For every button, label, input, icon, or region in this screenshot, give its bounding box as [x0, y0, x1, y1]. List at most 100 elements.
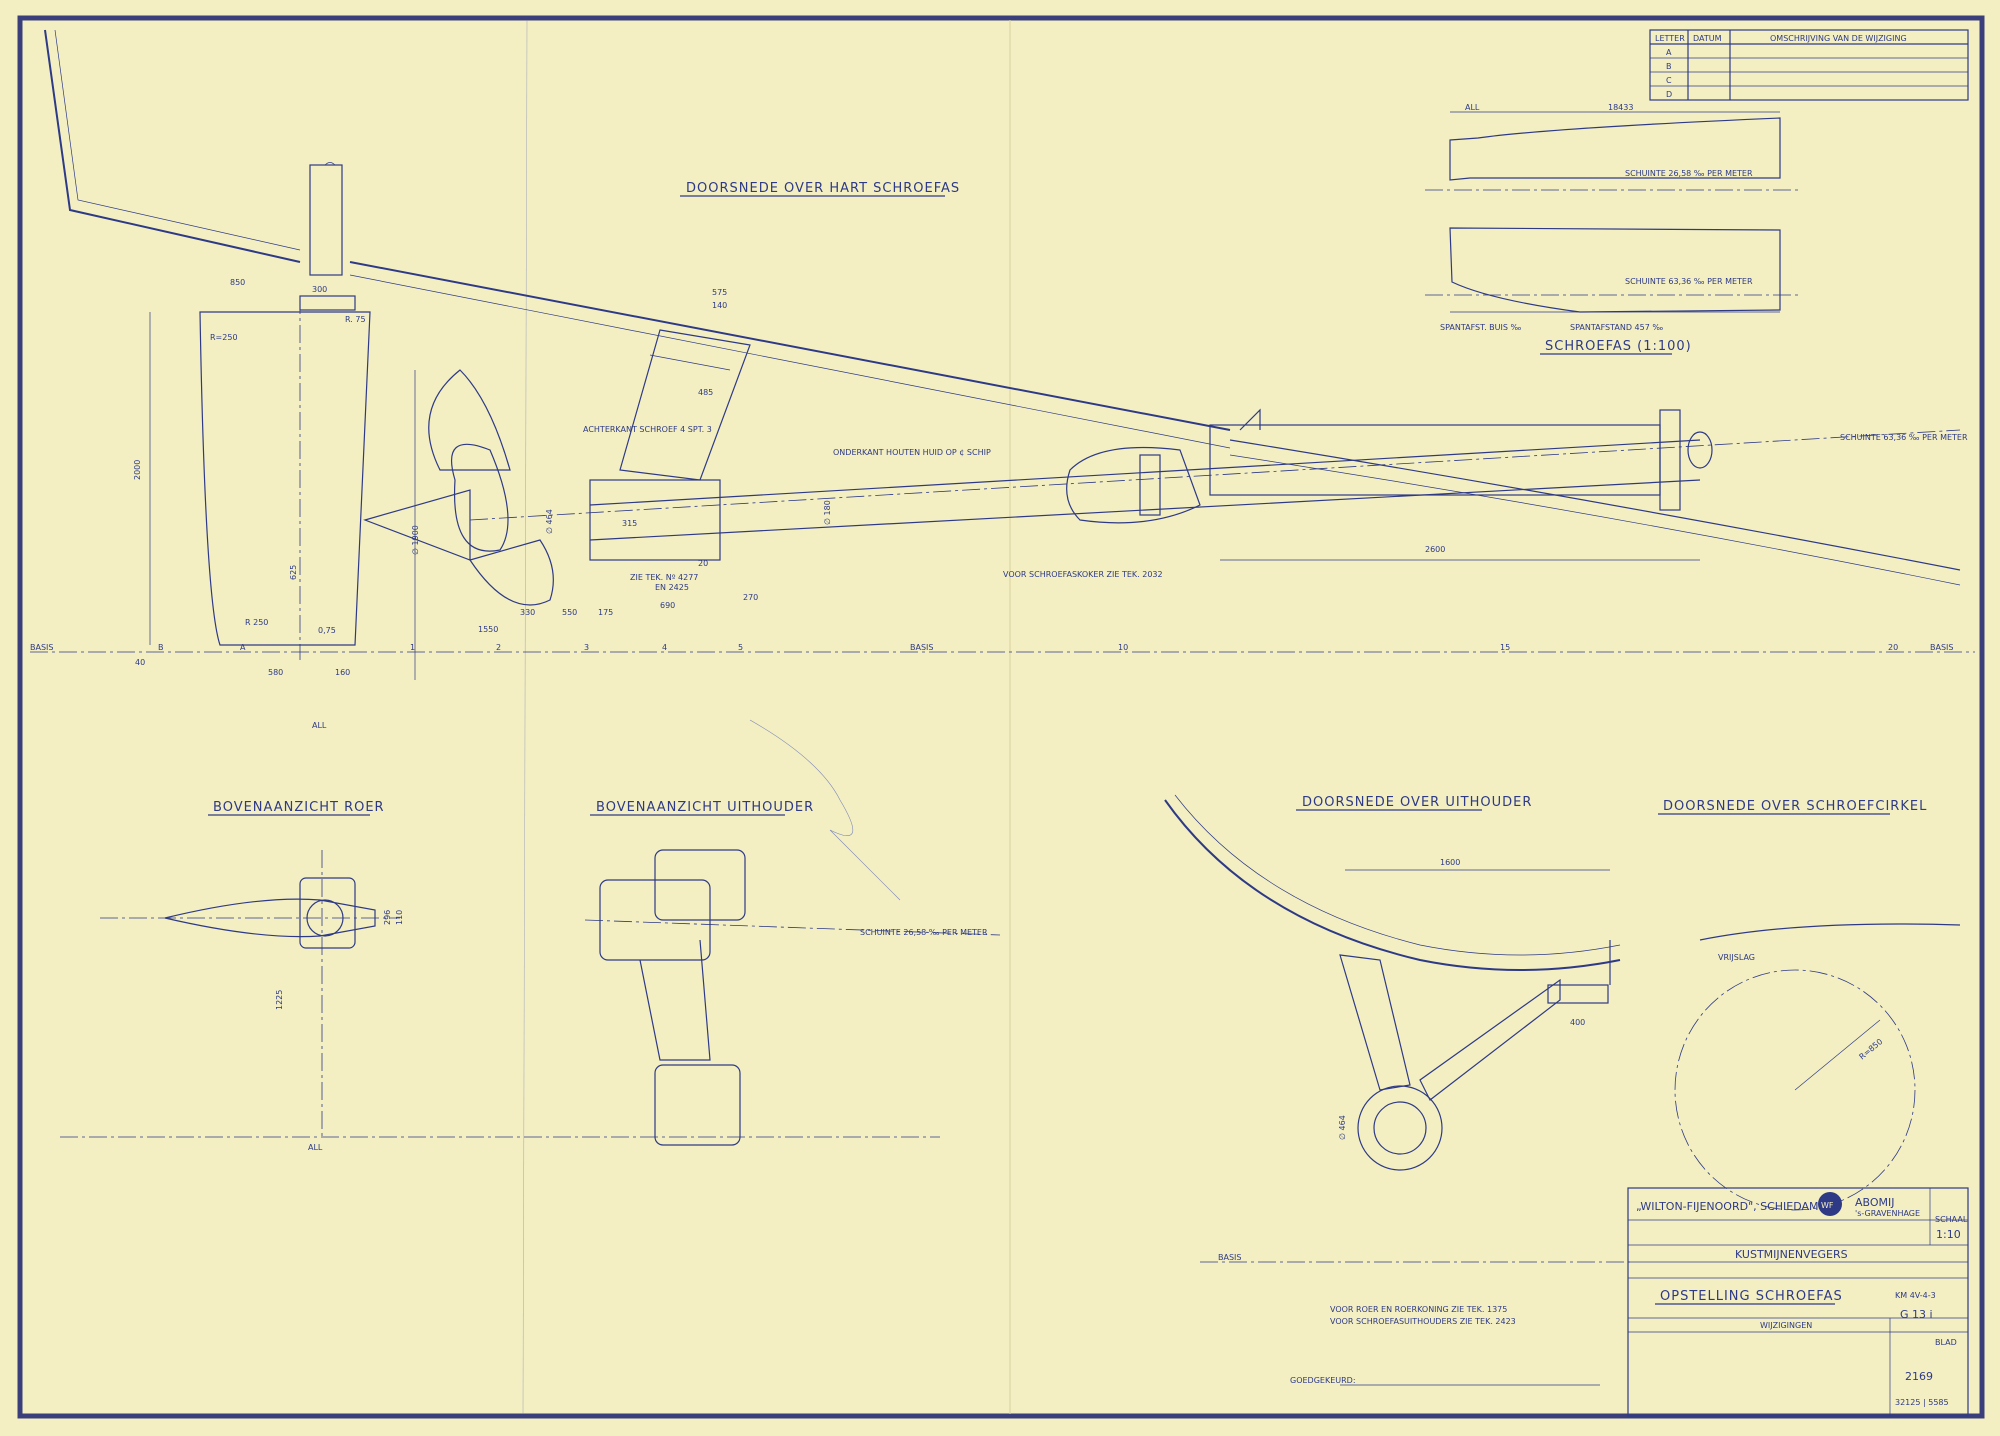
schuinte-small-1: SCHUINTE 26,58 ‰ PER METER [1625, 169, 1753, 178]
rudder-top-view: 1225 296 110 ALL [60, 850, 940, 1152]
goedgekeurd: GOEDGEKEURD: [1290, 1376, 1356, 1385]
dim-300: 300 [312, 285, 327, 294]
basis-label-right: BASIS [1930, 643, 1953, 652]
dim-296: 296 [383, 910, 392, 925]
sheet-border [17, 15, 1985, 1419]
rev-letter-d: D [1666, 90, 1672, 99]
shaft-diagram-1-100: ALL 18433 SCHUINTE 26,58 ‰ PER METER SCH… [1425, 103, 1800, 355]
stamp-text: 32125 | 5585 [1895, 1398, 1949, 1407]
spantafst-buis: SPANTAFST. BUIS ‰ [1440, 323, 1521, 332]
dim-575: 575 [712, 288, 727, 297]
dim-110: 110 [395, 910, 404, 925]
basis-label-left: BASIS [30, 643, 53, 652]
rev-header-desc: OMSCHRIJVING VAN DE WIJZIGING [1770, 34, 1907, 43]
basis-label-mid: BASIS [910, 643, 933, 652]
project-name: KUSTMIJNENVEGERS [1735, 1248, 1848, 1261]
client-city: 's-GRAVENHAGE [1855, 1209, 1920, 1218]
dim-r250b: R 250 [245, 618, 268, 627]
scale-value: 1:10 [1936, 1228, 1961, 1241]
rudder-side-view: 850 300 R. 75 R=250 2000 R 250 625 0,75 … [133, 162, 371, 730]
dim-r75: R. 75 [345, 315, 366, 324]
dim-315: 315 [622, 519, 637, 528]
dim-400: 400 [1570, 1018, 1585, 1027]
frame-a: A [240, 643, 246, 652]
all-mark-rudder: ALL [312, 721, 327, 730]
frame-5: 5 [738, 643, 743, 652]
dim-140: 140 [712, 301, 727, 310]
rev-header-letter: LETTER [1655, 34, 1685, 43]
frame-15: 15 [1500, 643, 1510, 652]
all-mark-bottom: ALL [308, 1143, 323, 1152]
title-top-bracket: BOVENAANZICHT UITHOUDER [596, 800, 814, 815]
dim-2600: 2600 [1425, 545, 1445, 554]
note-vrijslag: VRIJSLAG [1718, 953, 1755, 962]
drawing-title: OPSTELLING SCHROEFAS [1660, 1289, 1843, 1304]
note-roer: VOOR ROER EN ROERKONING ZIE TEK. 1375 [1330, 1305, 1507, 1314]
note-onderkant: ONDERKANT HOUTEN HUID OP ¢ SCHIP [833, 448, 991, 457]
dim-270: 270 [743, 593, 758, 602]
rev-letter-c: C [1666, 76, 1672, 85]
frame-3: 3 [584, 643, 589, 652]
dim-464b: ∅ 464 [1338, 1115, 1347, 1140]
note-achterkant: ACHTERKANT SCHROEF 4 SPT. 3 [583, 425, 712, 434]
dim-180: ∅ 180 [823, 500, 832, 525]
sheet-code: G 13 i [1900, 1308, 1933, 1321]
bracket-section: 1600 400 ∅ 464 [1164, 794, 1621, 1171]
company-logo [1818, 1192, 1842, 1216]
dim-625: 625 [289, 565, 298, 580]
company-logo-text: WF [1821, 1201, 1834, 1210]
dim-160: 160 [335, 668, 350, 677]
all-mark-top: ALL [1465, 103, 1480, 112]
spantafstand: SPANTAFSTAND 457 ‰ [1570, 323, 1663, 332]
hull-outline [44, 29, 1961, 586]
schuinte-small-2: SCHUINTE 63,36 ‰ PER METER [1625, 277, 1753, 286]
revision-table: LETTER DATUM OMSCHRIJVING VAN DE WIJZIGI… [1649, 29, 1969, 101]
dim-1225: 1225 [275, 990, 284, 1010]
scale-label: SCHAAL [1935, 1215, 1968, 1224]
drawing-no-label: BLAD [1935, 1338, 1957, 1347]
dim-464: ∅ 464 [545, 509, 554, 534]
propeller: ∅ 1900 [363, 369, 554, 680]
dim-20: 20 [698, 559, 708, 568]
frame-1: 1 [410, 643, 415, 652]
rev-header-date: DATUM [1693, 34, 1722, 43]
title-section-shaft: DOORSNEDE OVER HART SCHROEFAS [686, 181, 960, 196]
dim-r250: R=250 [210, 333, 238, 342]
dim-550: 550 [562, 608, 577, 617]
title-block: „WILTON-FIJENOORD", SCHIEDAM WF ABOMIJ '… [1627, 1187, 1969, 1417]
title-section-bracket: DOORSNEDE OVER UITHOUDER [1302, 795, 1532, 810]
dim-485: 485 [698, 388, 713, 397]
client-name: ABOMIJ [1855, 1196, 1895, 1209]
fold-line-left [522, 19, 528, 1415]
note-schuinte-plan: SCHUINTE 26,58 ‰ PER METER [860, 928, 988, 937]
dim-330: 330 [520, 608, 535, 617]
dim-690: 690 [660, 601, 675, 610]
dim-1550: 1550 [478, 625, 498, 634]
shaft-and-bracket: ∅ 464 ∅ 180 485 575 140 315 20 1550 330 … [469, 288, 1968, 634]
dim-1900: ∅ 1900 [411, 525, 420, 555]
frame-2: 2 [496, 643, 501, 652]
frame-b: B [158, 643, 164, 652]
dim-850: 850 [230, 278, 245, 287]
frame-10: 10 [1118, 643, 1128, 652]
rev-letter-b: B [1666, 62, 1672, 71]
bracket-top-view: SCHUINTE 26,58 ‰ PER METER [584, 849, 1001, 1146]
company-name: „WILTON-FIJENOORD", SCHIEDAM [1636, 1200, 1819, 1213]
note-schuinte-right: SCHUINTE 63,36 ‰ PER METER [1840, 433, 1968, 442]
dim-0-75: 0,75 [318, 626, 336, 635]
title-section-circle: DOORSNEDE OVER SCHROEFCIRKEL [1663, 799, 1927, 814]
dim-2000: 2000 [133, 460, 142, 480]
note-voor-koker: VOOR SCHROEFASKOKER ZIE TEK. 2032 [1003, 570, 1163, 579]
note-zie-tek: ZIE TEK. Nº 4277 [630, 573, 698, 582]
dim-1600: 1600 [1440, 858, 1460, 867]
note-uithouders: VOOR SCHROEFASUITHOUDERS ZIE TEK. 2423 [1330, 1317, 1516, 1326]
frame-20: 20 [1888, 643, 1898, 652]
note-zie-tek2: EN 2425 [655, 583, 689, 592]
title-top-rudder: BOVENAANZICHT ROER [213, 800, 385, 815]
pencil-scribble [749, 719, 901, 901]
dim-580: 580 [268, 668, 283, 677]
dim-175: 175 [598, 608, 613, 617]
dim-40: 40 [135, 658, 145, 667]
